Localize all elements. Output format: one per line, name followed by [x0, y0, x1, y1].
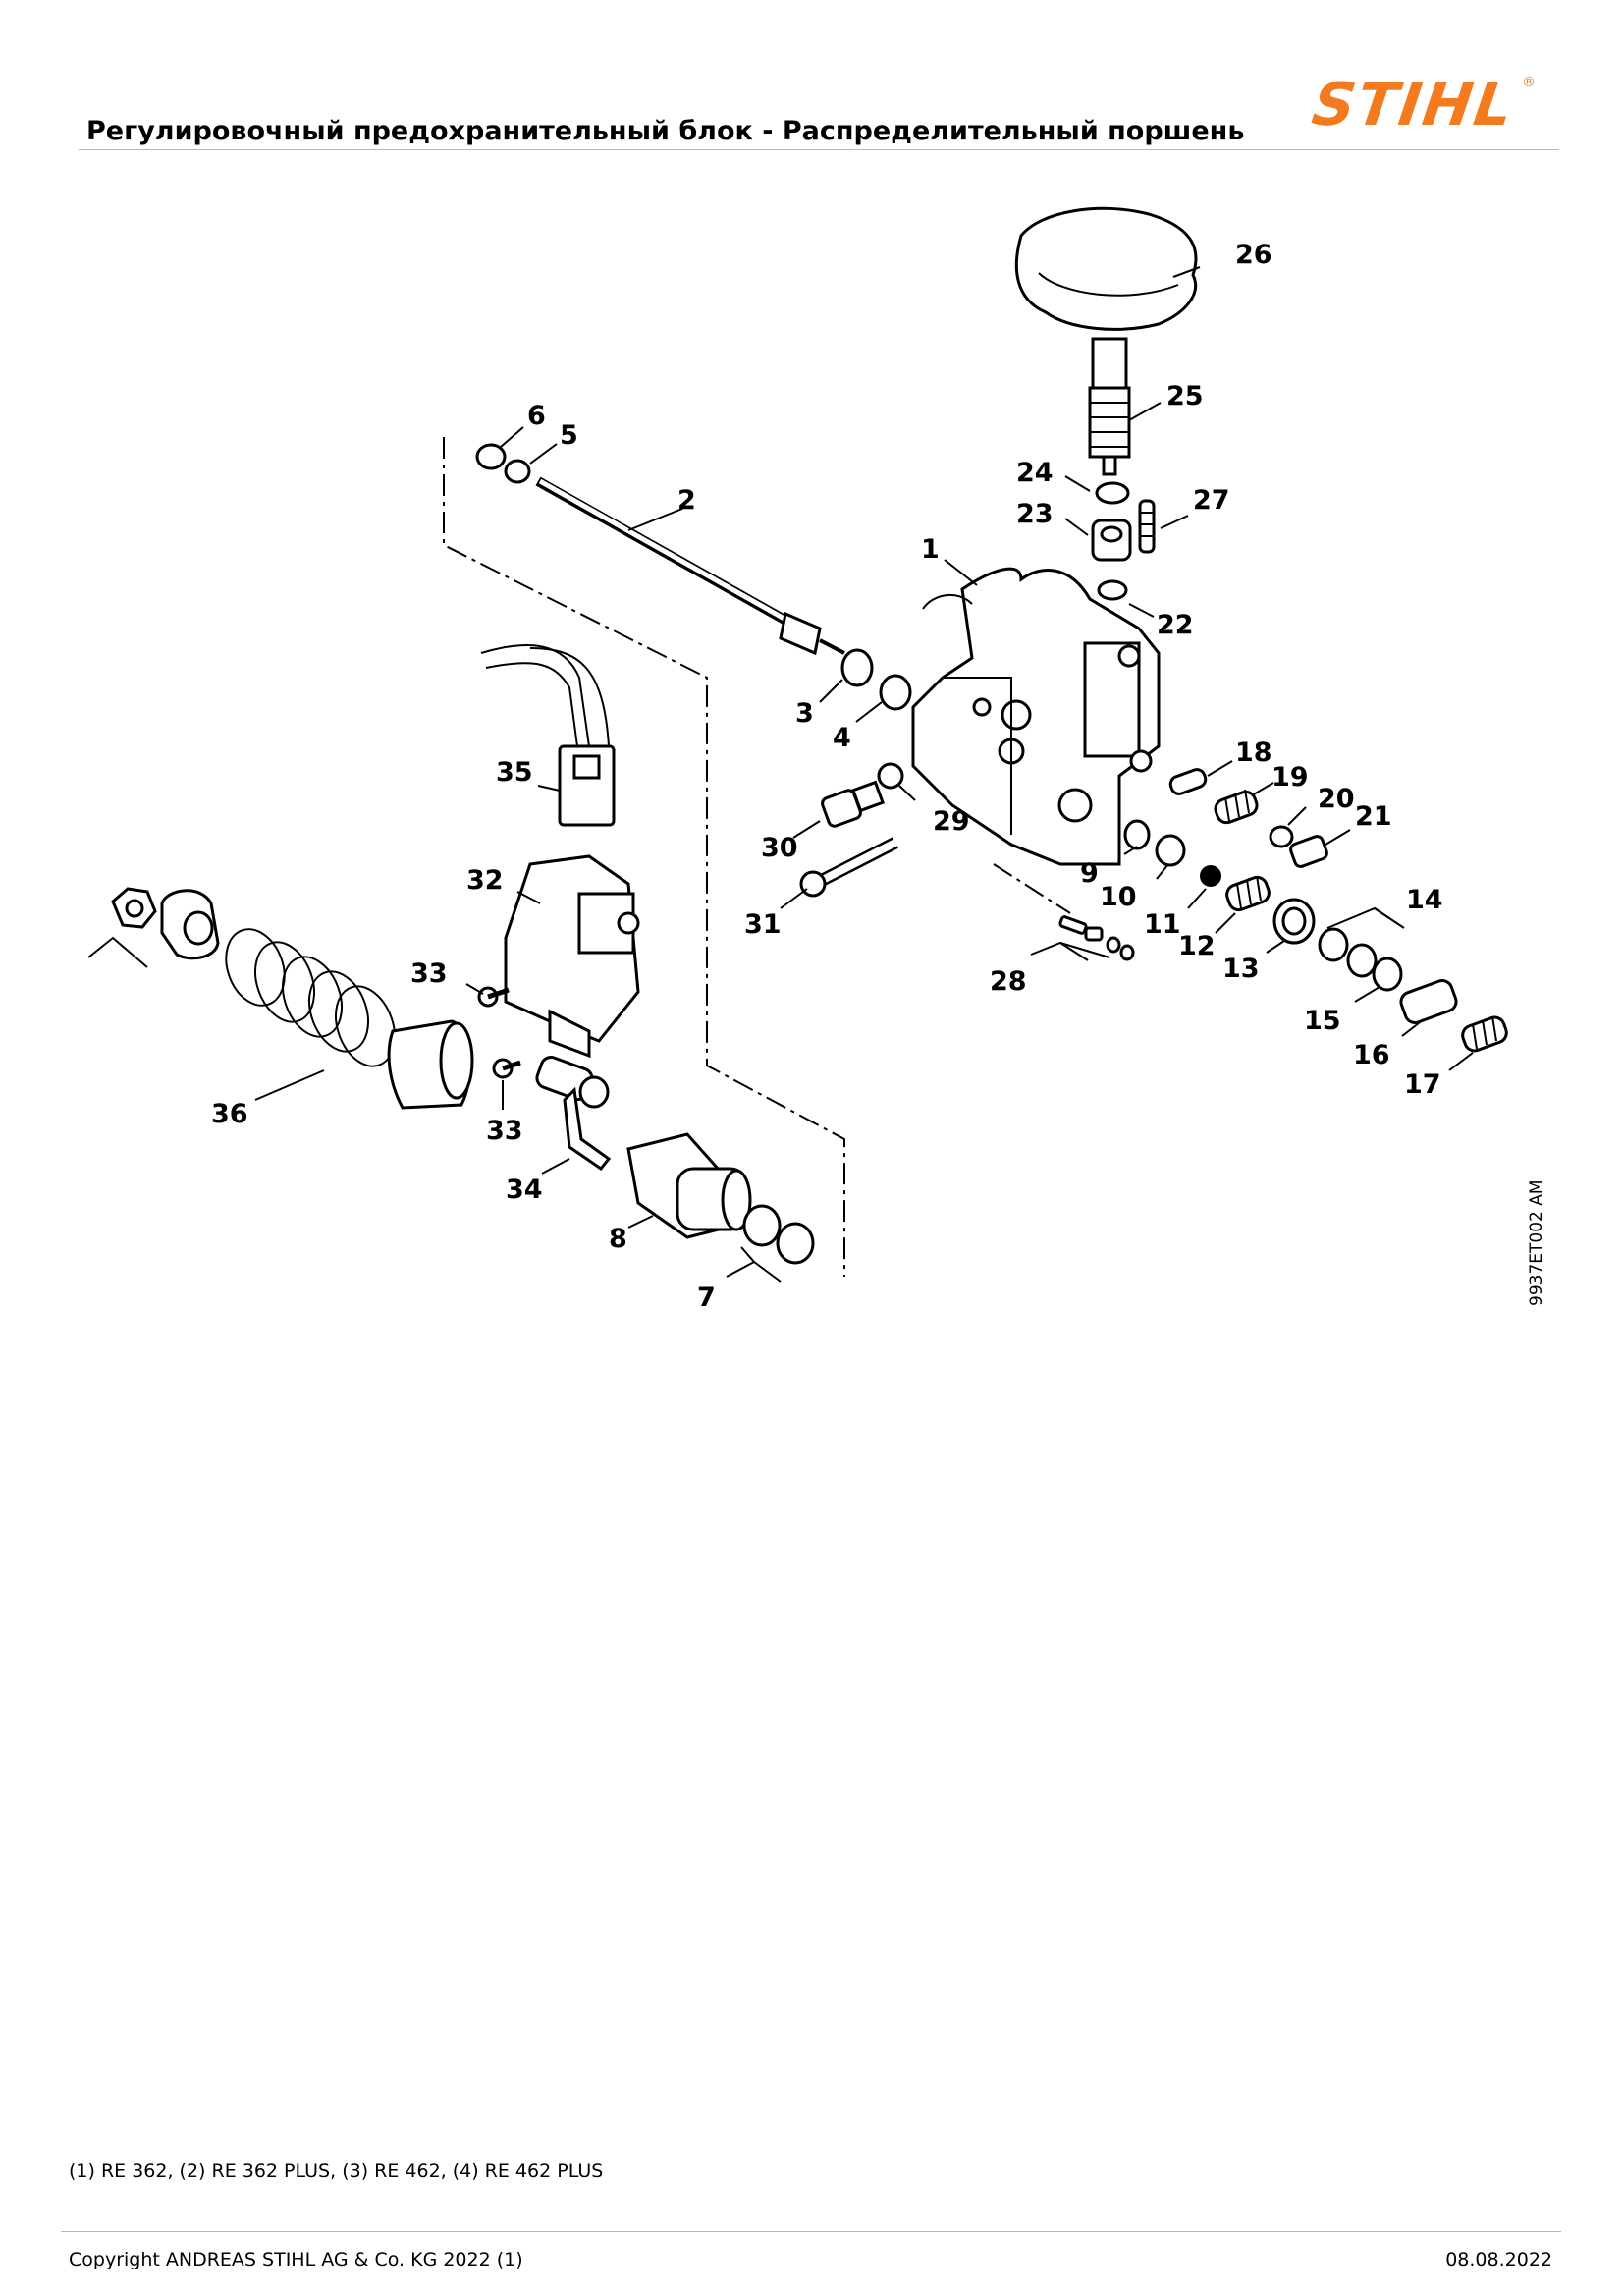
callout-1: 1 [921, 534, 940, 565]
callout-31: 31 [744, 909, 782, 940]
callout-26: 26 [1235, 240, 1272, 270]
callout-33: 33 [410, 958, 448, 989]
callout-3: 3 [795, 698, 814, 729]
part-36-assembly [111, 887, 474, 1110]
leader-lines [87, 266, 1474, 1283]
callout-27: 27 [1193, 485, 1230, 516]
part-22-o-ring [1097, 579, 1128, 601]
part-23-nut [1091, 519, 1132, 562]
callout-14: 14 [1406, 885, 1443, 915]
part-6-washer [475, 443, 507, 470]
part-34-lever [535, 1056, 612, 1172]
part-29-o-ring [877, 762, 904, 790]
part-8-fitting [626, 1132, 752, 1239]
callout-7: 7 [697, 1283, 716, 1313]
part-11-ball [1200, 865, 1221, 887]
part-12-spring [1225, 875, 1271, 912]
part-19-spring [1214, 789, 1259, 825]
part-33-screw [477, 986, 510, 1008]
document-date: 08.08.2022 [1445, 2249, 1552, 2270]
callout-36: 36 [211, 1099, 248, 1129]
part-7-o-ring-2 [776, 1222, 815, 1265]
part-35-microswitch [480, 644, 616, 827]
callout-32: 32 [466, 865, 504, 896]
part-27-grub-screw [1138, 499, 1156, 554]
callout-17: 17 [1404, 1069, 1441, 1100]
part-25-spindle [1088, 337, 1131, 476]
part-10-seat [1155, 834, 1186, 867]
callout-13: 13 [1222, 954, 1260, 984]
callout-19: 19 [1271, 762, 1309, 793]
callout-9: 9 [1080, 858, 1099, 889]
part-28-pins [1058, 915, 1135, 961]
callout-22: 22 [1157, 610, 1194, 640]
callouts: 1 2 3 4 5 6 7 8 9 10 11 12 13 14 15 16 1… [211, 240, 1443, 1313]
part-4-ring [879, 674, 912, 711]
callout-15: 15 [1304, 1006, 1341, 1036]
part-14-o-ring-2 [1346, 943, 1378, 978]
callout-21: 21 [1355, 801, 1392, 832]
part-13-sleeve [1272, 898, 1316, 945]
callout-6: 6 [527, 401, 546, 431]
header-divider [79, 149, 1559, 150]
footer-divider [61, 2231, 1561, 2232]
callout-10: 10 [1100, 882, 1137, 912]
part-17-spring [1461, 1015, 1508, 1053]
callout-5: 5 [560, 420, 578, 451]
callout-4: 4 [833, 723, 851, 753]
callout-30: 30 [761, 833, 798, 863]
callout-8: 8 [609, 1224, 627, 1254]
callout-25: 25 [1166, 381, 1204, 411]
assembly-guide-line-left [443, 437, 845, 1277]
assembly-guide-line-lower [993, 863, 1071, 914]
part-5-o-ring [504, 459, 531, 484]
part-21-plug [1289, 835, 1328, 868]
part-15-o-ring [1372, 957, 1403, 992]
stihl-logo: STIHL ® [1284, 71, 1542, 139]
callout-18: 18 [1235, 738, 1272, 768]
callout-12: 12 [1178, 931, 1216, 961]
part-24-o-ring [1095, 481, 1130, 505]
callout-16: 16 [1353, 1040, 1390, 1070]
callout-24: 24 [1016, 458, 1054, 488]
callout-29: 29 [933, 806, 970, 837]
part-3-o-ring [840, 648, 874, 687]
part-20-o-ring [1269, 825, 1294, 848]
callout-20: 20 [1318, 784, 1355, 814]
part-33-screw-2 [492, 1058, 521, 1079]
drawing-reference-code: 9937ET002 AM [1527, 1179, 1546, 1306]
part-14-o-ring [1318, 927, 1349, 962]
part-16-piston [1399, 979, 1458, 1024]
callout-23: 23 [1016, 499, 1054, 529]
copyright-text: Copyright ANDREAS STIHL AG & Co. KG 2022… [69, 2249, 523, 2270]
part-32-control-module [504, 854, 640, 1059]
part-2-tie-rod [535, 476, 845, 656]
callout-11: 11 [1144, 909, 1181, 940]
callout-34: 34 [506, 1175, 543, 1205]
registered-mark: ® [1522, 75, 1536, 90]
part-1-valve-body [911, 567, 1161, 866]
page-title: Регулировочный предохранительный блок - … [86, 116, 1245, 146]
part-31-screw [799, 837, 898, 898]
part-26-knob [1014, 206, 1198, 331]
exploded-parts-diagram: 1 2 3 4 5 6 7 8 9 10 11 12 13 14 15 16 1… [87, 206, 1508, 1313]
callout-28: 28 [990, 966, 1027, 997]
part-7-o-ring [742, 1204, 782, 1247]
part-18-pin [1168, 768, 1208, 795]
model-list: (1) RE 362, (2) RE 362 PLUS, (3) RE 462,… [69, 2160, 604, 2182]
callout-35: 35 [496, 757, 533, 788]
part-30-plug [821, 780, 885, 828]
part-9-o-ring [1123, 819, 1151, 850]
callout-2: 2 [677, 485, 696, 516]
callout-33-lower: 33 [486, 1116, 523, 1146]
